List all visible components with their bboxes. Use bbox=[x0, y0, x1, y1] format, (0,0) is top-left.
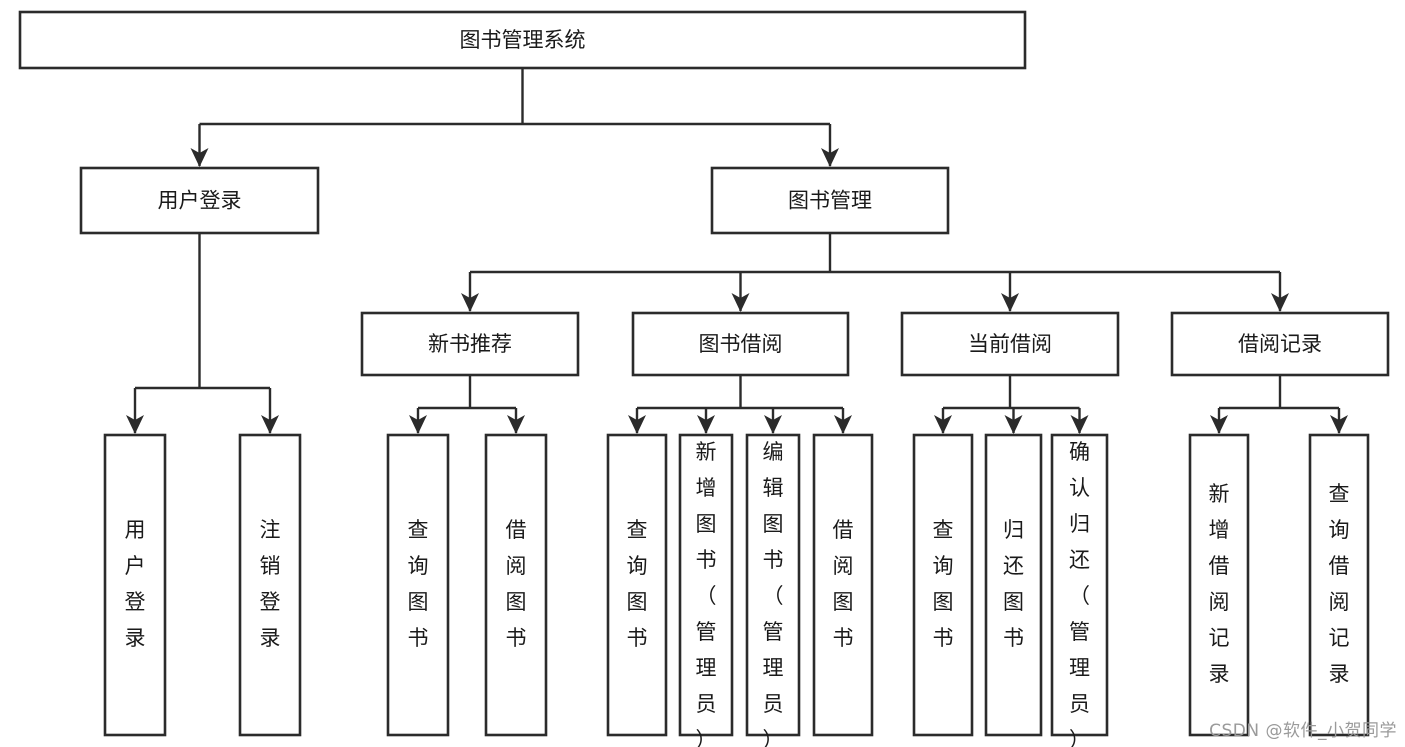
arrow-head-icon bbox=[261, 415, 279, 434]
node-label-leaf-borrow-book-1: 借阅图书 bbox=[506, 518, 527, 650]
node-label-user-login: 用户登录 bbox=[158, 189, 242, 213]
node-leaf-query-record[interactable]: 查询借阅记录 bbox=[1308, 433, 1370, 737]
node-user-login[interactable]: 用户登录 bbox=[79, 166, 320, 235]
node-box-user-login bbox=[79, 166, 320, 235]
node-borrow-record[interactable]: 借阅记录 bbox=[1170, 311, 1390, 377]
arrow-head-icon bbox=[834, 415, 852, 434]
node-leaf-confirm-return[interactable]: 确认归还（管理员） bbox=[1050, 433, 1109, 747]
node-leaf-user-login[interactable]: 用户登录 bbox=[103, 433, 167, 737]
node-leaf-borrow-book-2[interactable]: 借阅图书 bbox=[812, 433, 874, 737]
arrow-head-icon bbox=[1330, 415, 1348, 434]
node-label-book-borrow: 图书借阅 bbox=[699, 332, 783, 356]
node-box-leaf-return-book bbox=[984, 433, 1043, 737]
node-label-borrow-record: 借阅记录 bbox=[1238, 332, 1322, 356]
node-box-current-borrow bbox=[900, 311, 1120, 377]
node-label-root: 图书管理系统 bbox=[460, 28, 586, 52]
node-leaf-add-record[interactable]: 新增借阅记录 bbox=[1188, 433, 1250, 737]
node-label-leaf-query-record: 查询借阅记录 bbox=[1329, 482, 1350, 686]
node-leaf-query-book-3[interactable]: 查询图书 bbox=[912, 433, 974, 737]
arrow-head-icon bbox=[126, 415, 144, 434]
node-box-borrow-record bbox=[1170, 311, 1390, 377]
node-label-leaf-add-book: 新增图书（管理员） bbox=[696, 440, 717, 747]
node-box-leaf-confirm-return bbox=[1050, 433, 1109, 737]
node-box-leaf-borrow-book-1 bbox=[484, 433, 548, 737]
node-book-manage[interactable]: 图书管理 bbox=[710, 166, 950, 235]
nodes-layer: 图书管理系统用户登录图书管理新书推荐图书借阅当前借阅借阅记录用户登录注销登录查询… bbox=[18, 10, 1390, 747]
node-current-borrow[interactable]: 当前借阅 bbox=[900, 311, 1120, 377]
node-label-leaf-query-book-3: 查询图书 bbox=[933, 518, 954, 650]
node-box-leaf-add-record bbox=[1188, 433, 1250, 737]
arrow-head-icon bbox=[190, 148, 209, 167]
arrow-head-icon bbox=[1001, 293, 1019, 312]
node-box-leaf-query-record bbox=[1308, 433, 1370, 737]
arrow-head-icon bbox=[934, 415, 952, 434]
node-leaf-logout[interactable]: 注销登录 bbox=[238, 433, 302, 737]
node-box-new-book-rec bbox=[360, 311, 580, 377]
arrow-head-icon bbox=[628, 415, 646, 434]
node-leaf-borrow-book-1[interactable]: 借阅图书 bbox=[484, 433, 548, 737]
node-label-leaf-borrow-book-2: 借阅图书 bbox=[833, 518, 854, 650]
csdn-watermark: CSDN @软件_小贺同学 bbox=[1209, 721, 1397, 741]
node-label-book-manage: 图书管理 bbox=[788, 189, 872, 213]
node-new-book-rec[interactable]: 新书推荐 bbox=[360, 311, 580, 377]
arrow-head-icon bbox=[1004, 415, 1023, 434]
node-label-leaf-confirm-return: 确认归还（管理员） bbox=[1069, 440, 1090, 747]
node-root[interactable]: 图书管理系统 bbox=[18, 10, 1027, 70]
node-leaf-return-book[interactable]: 归还图书 bbox=[984, 433, 1043, 737]
node-leaf-edit-book[interactable]: 编辑图书（管理员） bbox=[745, 433, 801, 747]
arrow-head-icon bbox=[507, 415, 525, 434]
node-box-leaf-logout bbox=[238, 433, 302, 737]
node-box-leaf-query-book-2 bbox=[606, 433, 668, 737]
arrow-head-icon bbox=[461, 293, 479, 312]
arrow-head-icon bbox=[409, 415, 427, 434]
connectors-layer bbox=[126, 68, 1348, 434]
node-book-borrow[interactable]: 图书借阅 bbox=[631, 311, 850, 377]
arrow-head-icon bbox=[1271, 293, 1289, 312]
node-box-root bbox=[18, 10, 1027, 70]
node-box-leaf-add-book bbox=[678, 433, 734, 737]
arrow-head-icon bbox=[821, 148, 839, 167]
arrow-head-icon bbox=[697, 415, 715, 434]
arrow-head-icon bbox=[1070, 415, 1089, 434]
node-box-leaf-borrow-book-2 bbox=[812, 433, 874, 737]
arrow-head-icon bbox=[764, 415, 782, 434]
node-label-leaf-return-book: 归还图书 bbox=[1003, 518, 1024, 650]
node-box-leaf-user-login bbox=[103, 433, 167, 737]
node-label-new-book-rec: 新书推荐 bbox=[428, 332, 512, 356]
node-box-book-borrow bbox=[631, 311, 850, 377]
node-label-leaf-add-record: 新增借阅记录 bbox=[1209, 482, 1230, 686]
node-box-book-manage bbox=[710, 166, 950, 235]
arrow-head-icon bbox=[1210, 415, 1228, 434]
node-leaf-query-book-2[interactable]: 查询图书 bbox=[606, 433, 668, 737]
node-box-leaf-edit-book bbox=[745, 433, 801, 737]
node-label-leaf-user-login: 用户登录 bbox=[125, 518, 146, 650]
node-label-leaf-logout: 注销登录 bbox=[260, 518, 281, 650]
arrow-head-icon bbox=[731, 293, 750, 312]
node-leaf-query-book-1[interactable]: 查询图书 bbox=[386, 433, 450, 737]
node-box-leaf-query-book-3 bbox=[912, 433, 974, 737]
node-label-leaf-query-book-2: 查询图书 bbox=[627, 518, 648, 650]
node-label-leaf-edit-book: 编辑图书（管理员） bbox=[763, 440, 784, 747]
node-box-leaf-query-book-1 bbox=[386, 433, 450, 737]
node-label-leaf-query-book-1: 查询图书 bbox=[408, 518, 429, 650]
node-label-current-borrow: 当前借阅 bbox=[968, 332, 1052, 356]
node-leaf-add-book[interactable]: 新增图书（管理员） bbox=[678, 433, 734, 747]
